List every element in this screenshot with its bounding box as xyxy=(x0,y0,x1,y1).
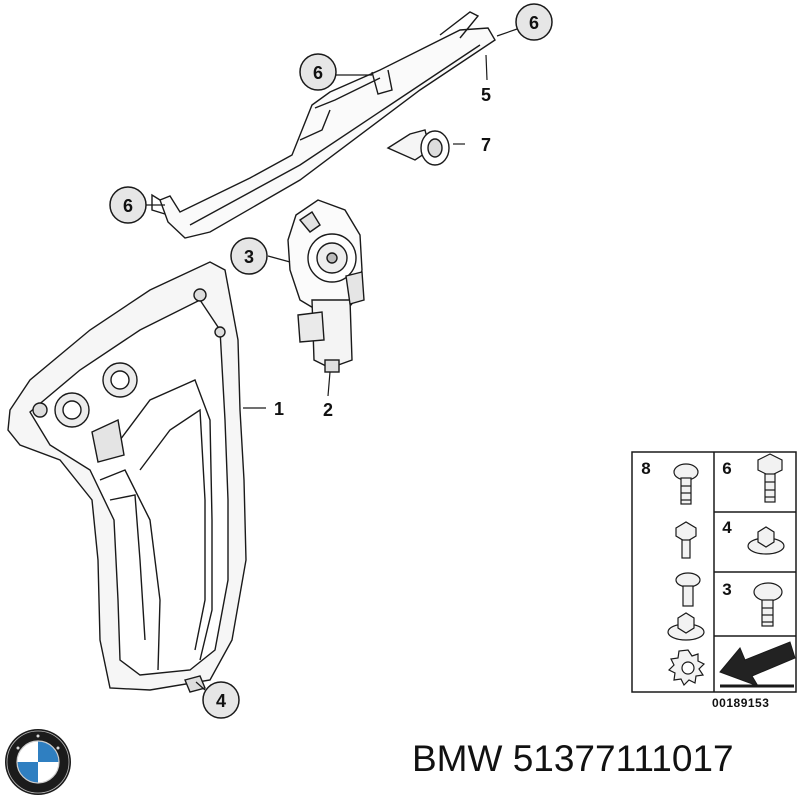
table-label-8: 8 xyxy=(641,459,650,478)
fastener-washer-bolt-left xyxy=(675,572,701,607)
fastener-screw-3 xyxy=(753,582,783,627)
fastener-hexbolt-left xyxy=(675,521,697,559)
table-label-6: 6 xyxy=(722,459,731,478)
label-5: 5 xyxy=(481,85,491,105)
callout-4: 4 xyxy=(202,681,240,719)
callout-label: 6 xyxy=(313,63,323,83)
part-title: BMW 51377111017 xyxy=(412,738,734,779)
reference-code: 00189153 xyxy=(712,696,770,710)
callout-label: 4 xyxy=(216,691,226,711)
label-1: 1 xyxy=(274,399,284,419)
table-label-4: 4 xyxy=(722,518,732,537)
callout-label: 6 xyxy=(123,196,133,216)
label-2: 2 xyxy=(323,400,333,420)
motor-part-2 xyxy=(287,199,365,373)
bmw-logo-icon xyxy=(5,729,71,795)
table-label-3: 3 xyxy=(722,580,731,599)
fastener-flange-nut-left xyxy=(667,612,705,641)
fastener-bolt-6 xyxy=(757,453,783,503)
callout-3: 3 xyxy=(230,237,268,275)
fastener-nut-4 xyxy=(747,526,785,555)
rail-part-5 xyxy=(151,11,496,239)
direction-arrow-icon xyxy=(719,641,796,688)
callout-label: 3 xyxy=(244,247,254,267)
callout-6-left: 6 xyxy=(109,186,147,224)
callout-6-middle: 6 xyxy=(299,53,337,91)
leader-lines xyxy=(146,27,521,691)
callout-label: 6 xyxy=(529,13,539,33)
regulator-frame-part-1 xyxy=(7,261,247,693)
label-7: 7 xyxy=(481,135,491,155)
grommet-part-7 xyxy=(386,129,450,166)
fastener-lock-washer xyxy=(667,649,706,687)
fastener-screw-8 xyxy=(673,463,699,505)
callout-6-top-right: 6 xyxy=(515,3,553,41)
